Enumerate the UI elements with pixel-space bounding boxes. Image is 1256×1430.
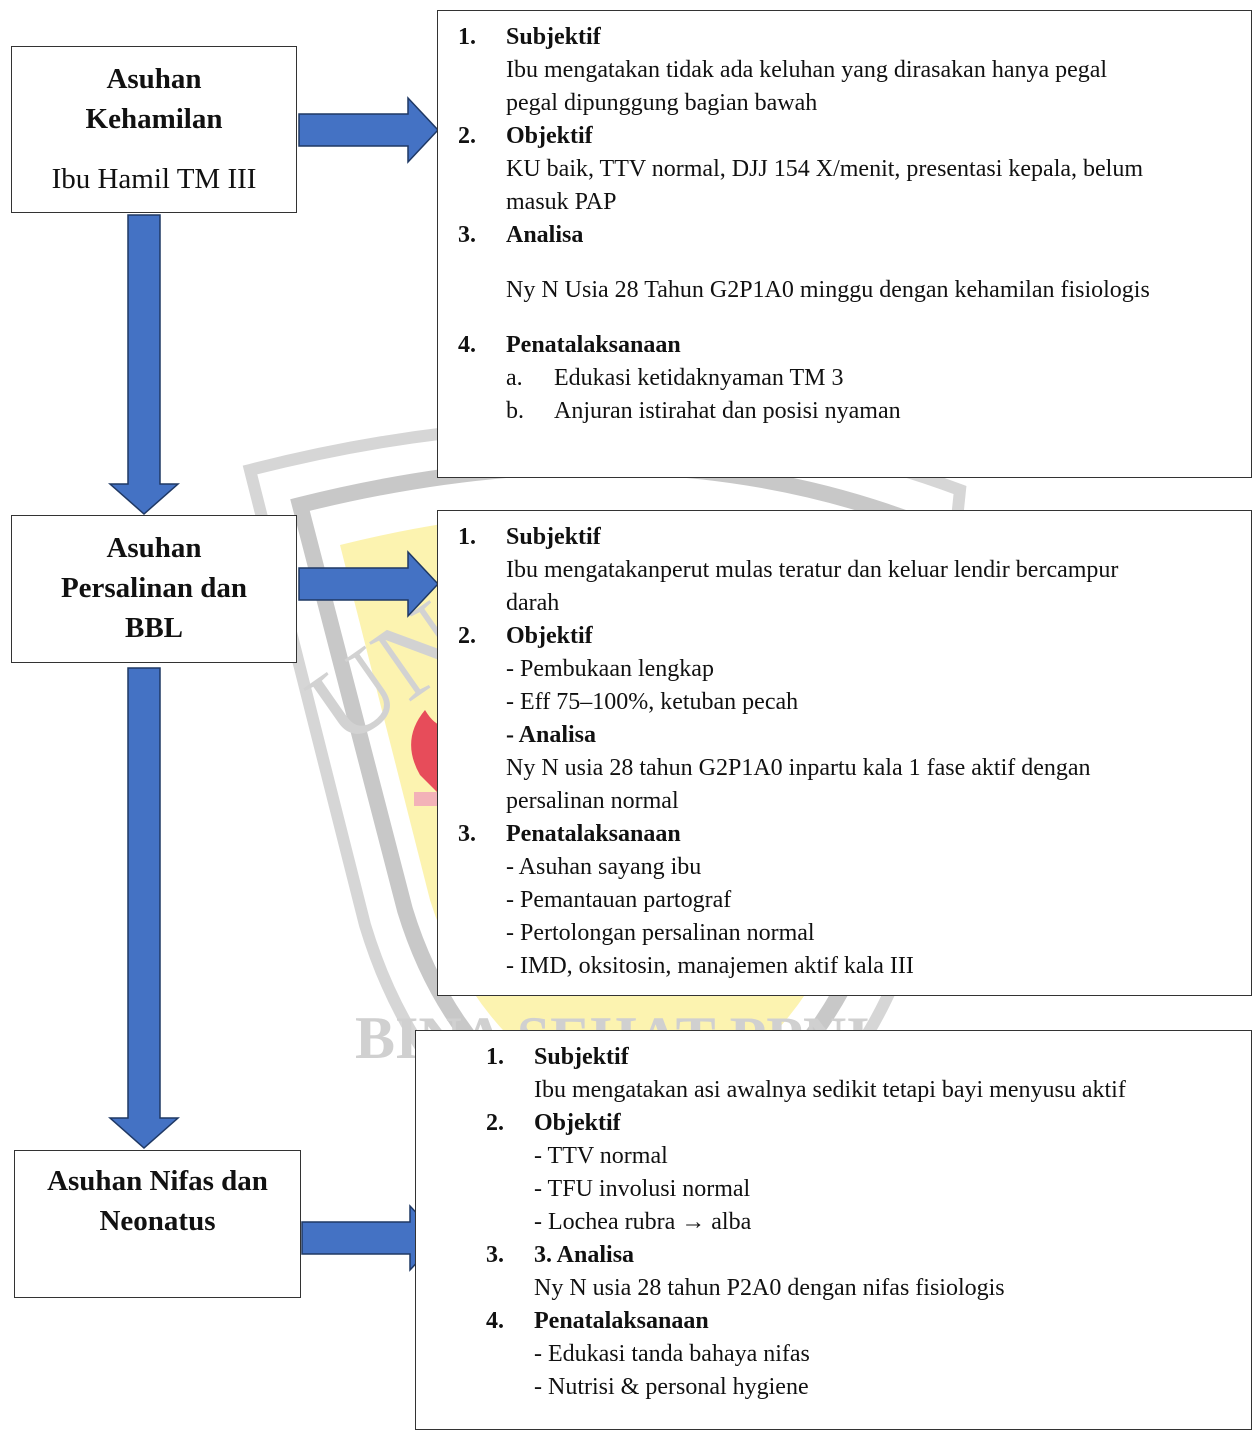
section-text: - TFU involusi normal	[534, 1176, 751, 1202]
arrow-persalinan-to-detail	[298, 550, 440, 618]
section-heading: Penatalaksanaan	[506, 332, 681, 358]
section-text: Ibu mengatakan asi awalnya sedikit tetap…	[534, 1077, 1126, 1103]
section-number: 3.	[458, 821, 476, 847]
list-letter: a.	[506, 365, 523, 391]
section-text: pegal dipunggung bagian bawah	[506, 90, 818, 116]
list-text: Edukasi ketidaknyaman TM 3	[554, 365, 844, 391]
section-text: - TTV normal	[534, 1143, 668, 1169]
arrow-persalinan-to-nifas	[108, 667, 180, 1150]
section-number: 3.	[486, 1242, 504, 1268]
section-number: 2.	[458, 623, 476, 649]
section-text: KU baik, TTV normal, DJJ 154 X/menit, pr…	[506, 156, 1143, 182]
section-text: - IMD, oksitosin, manajemen aktif kala I…	[506, 953, 914, 979]
detail-panel-nifas: 1. Subjektif Ibu mengatakan asi awalnya …	[415, 1030, 1252, 1430]
section-number: 4.	[458, 332, 476, 358]
stage-title-kehamilan: Asuhan Kehamilan	[85, 63, 223, 135]
section-text: - Pertolongan persalinan normal	[506, 920, 815, 946]
section-text: - Lochea rubra → alba	[534, 1209, 752, 1235]
section-number: 1.	[458, 24, 476, 50]
list-text: Anjuran istirahat dan posisi nyaman	[554, 398, 901, 424]
arrow-kehamilan-to-persalinan	[108, 214, 180, 516]
section-penatalaksanaan: 4. Penatalaksanaan	[486, 1305, 1251, 1338]
section-objektif: 2. Objektif	[458, 620, 1251, 653]
section-text: Ibu mengatakanperut mulas teratur dan ke…	[506, 557, 1119, 583]
section-penatalaksanaan: 4. Penatalaksanaan	[458, 329, 1251, 362]
section-heading: Objektif	[506, 123, 593, 149]
stage-subtitle-kehamilan: Ibu Hamil TM III	[51, 163, 257, 195]
stage-box-persalinan: Asuhan Persalinan dan BBL	[11, 515, 297, 663]
section-text: Ny N usia 28 tahun P2A0 dengan nifas fis…	[534, 1275, 1005, 1301]
section-heading: Analisa	[506, 222, 584, 248]
section-analisa: 3. 3. Analisa	[486, 1239, 1251, 1272]
section-analisa: 3. Analisa	[458, 219, 1251, 252]
section-text: Ibu mengatakan tidak ada keluhan yang di…	[506, 57, 1108, 83]
arrow-kehamilan-to-detail	[298, 96, 440, 164]
section-text: - Pemantauan partograf	[506, 887, 732, 913]
section-heading-analisa: - Analisa	[506, 722, 597, 748]
section-number: 1.	[486, 1044, 504, 1070]
section-text: - Nutrisi & personal hygiene	[534, 1374, 809, 1400]
section-heading: Subjektif	[534, 1044, 629, 1070]
section-objektif: 2. Objektif	[458, 120, 1251, 153]
section-number: 2.	[458, 123, 476, 149]
section-heading: 3. Analisa	[534, 1242, 635, 1268]
section-heading: Penatalaksanaan	[506, 821, 681, 847]
section-number: 1.	[458, 524, 476, 550]
stage-box-nifas: Asuhan Nifas dan Neonatus	[14, 1150, 301, 1298]
section-text: Ny N usia 28 tahun G2P1A0 inpartu kala 1…	[506, 755, 1091, 781]
section-text: darah	[506, 590, 560, 616]
section-subjektif: 1. Subjektif	[486, 1041, 1251, 1074]
section-text: - Asuhan sayang ibu	[506, 854, 702, 880]
stage-title-nifas: Asuhan Nifas dan Neonatus	[47, 1165, 268, 1237]
section-text: - Edukasi tanda bahaya nifas	[534, 1341, 810, 1367]
section-text: Ny N Usia 28 Tahun G2P1A0 minggu dengan …	[506, 277, 1150, 303]
section-heading: Objektif	[534, 1110, 621, 1136]
list-letter: b.	[506, 398, 524, 424]
section-heading: Penatalaksanaan	[534, 1308, 709, 1334]
section-heading: Subjektif	[506, 524, 601, 550]
detail-panel-persalinan: 1. Subjektif Ibu mengatakanperut mulas t…	[437, 510, 1252, 996]
stage-title-persalinan: Asuhan Persalinan dan BBL	[60, 532, 248, 644]
section-subjektif: 1. Subjektif	[458, 21, 1251, 54]
detail-panel-kehamilan: 1. Subjektif Ibu mengatakan tidak ada ke…	[437, 10, 1252, 478]
stage-box-kehamilan: Asuhan Kehamilan Ibu Hamil TM III	[11, 46, 297, 213]
section-subjektif: 1. Subjektif	[458, 521, 1251, 554]
list-item: b. Anjuran istirahat dan posisi nyaman	[458, 395, 1251, 428]
section-text: - Pembukaan lengkap	[506, 656, 714, 682]
section-penatalaksanaan: 3. Penatalaksanaan	[458, 818, 1251, 851]
section-heading: Objektif	[506, 623, 593, 649]
section-text: - Eff 75–100%, ketuban pecah	[506, 689, 799, 715]
section-text: persalinan normal	[506, 788, 679, 814]
list-item: a. Edukasi ketidaknyaman TM 3	[458, 362, 1251, 395]
section-heading: Subjektif	[506, 24, 601, 50]
section-number: 3.	[458, 222, 476, 248]
section-number: 2.	[486, 1110, 504, 1136]
section-text: masuk PAP	[506, 189, 617, 215]
section-number: 4.	[486, 1308, 504, 1334]
section-objektif: 2. Objektif	[486, 1107, 1251, 1140]
